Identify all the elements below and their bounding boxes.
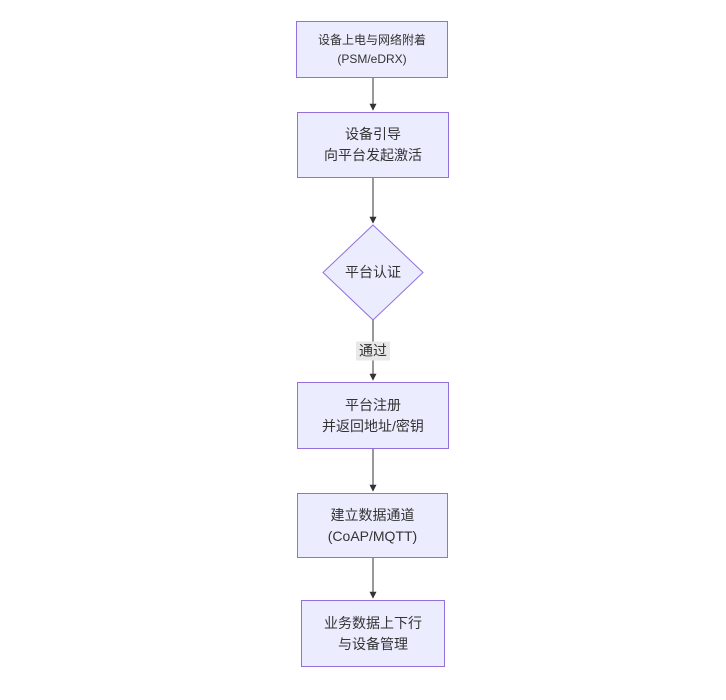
node-business-data-line1: 业务数据上下行 xyxy=(324,614,422,631)
node-power-network-attach-line2: (PSM/eDRX) xyxy=(337,51,407,66)
node-data-channel-line1: 建立数据通道 xyxy=(330,506,415,523)
node-business-data: 业务数据上下行 与设备管理 xyxy=(301,600,445,667)
node-bootstrap-activate-line1: 设备引导 xyxy=(345,126,401,142)
node-data-channel: 建立数据通道 (CoAP/MQTT) xyxy=(297,493,448,558)
node-platform-register-line1: 平台注册 xyxy=(345,396,401,413)
node-business-data-line2: 与设备管理 xyxy=(338,635,408,652)
node-data-channel-line2: (CoAP/MQTT) xyxy=(327,527,418,544)
decision-platform-auth-label: 平台认证 xyxy=(345,264,401,280)
node-platform-register: 平台注册 并返回地址/密钥 xyxy=(297,382,449,449)
edge-label-pass: 通过 xyxy=(356,341,390,361)
node-platform-register-line2: 并返回地址/密钥 xyxy=(322,417,424,434)
node-bootstrap-activate-line2: 向平台发起激活 xyxy=(324,147,422,163)
node-power-network-attach-line1: 设备上电与网络附着 xyxy=(317,32,426,47)
node-bootstrap-activate: 设备引导 向平台发起激活 xyxy=(297,112,449,178)
node-power-network-attach: 设备上电与网络附着 (PSM/eDRX) xyxy=(296,21,448,78)
